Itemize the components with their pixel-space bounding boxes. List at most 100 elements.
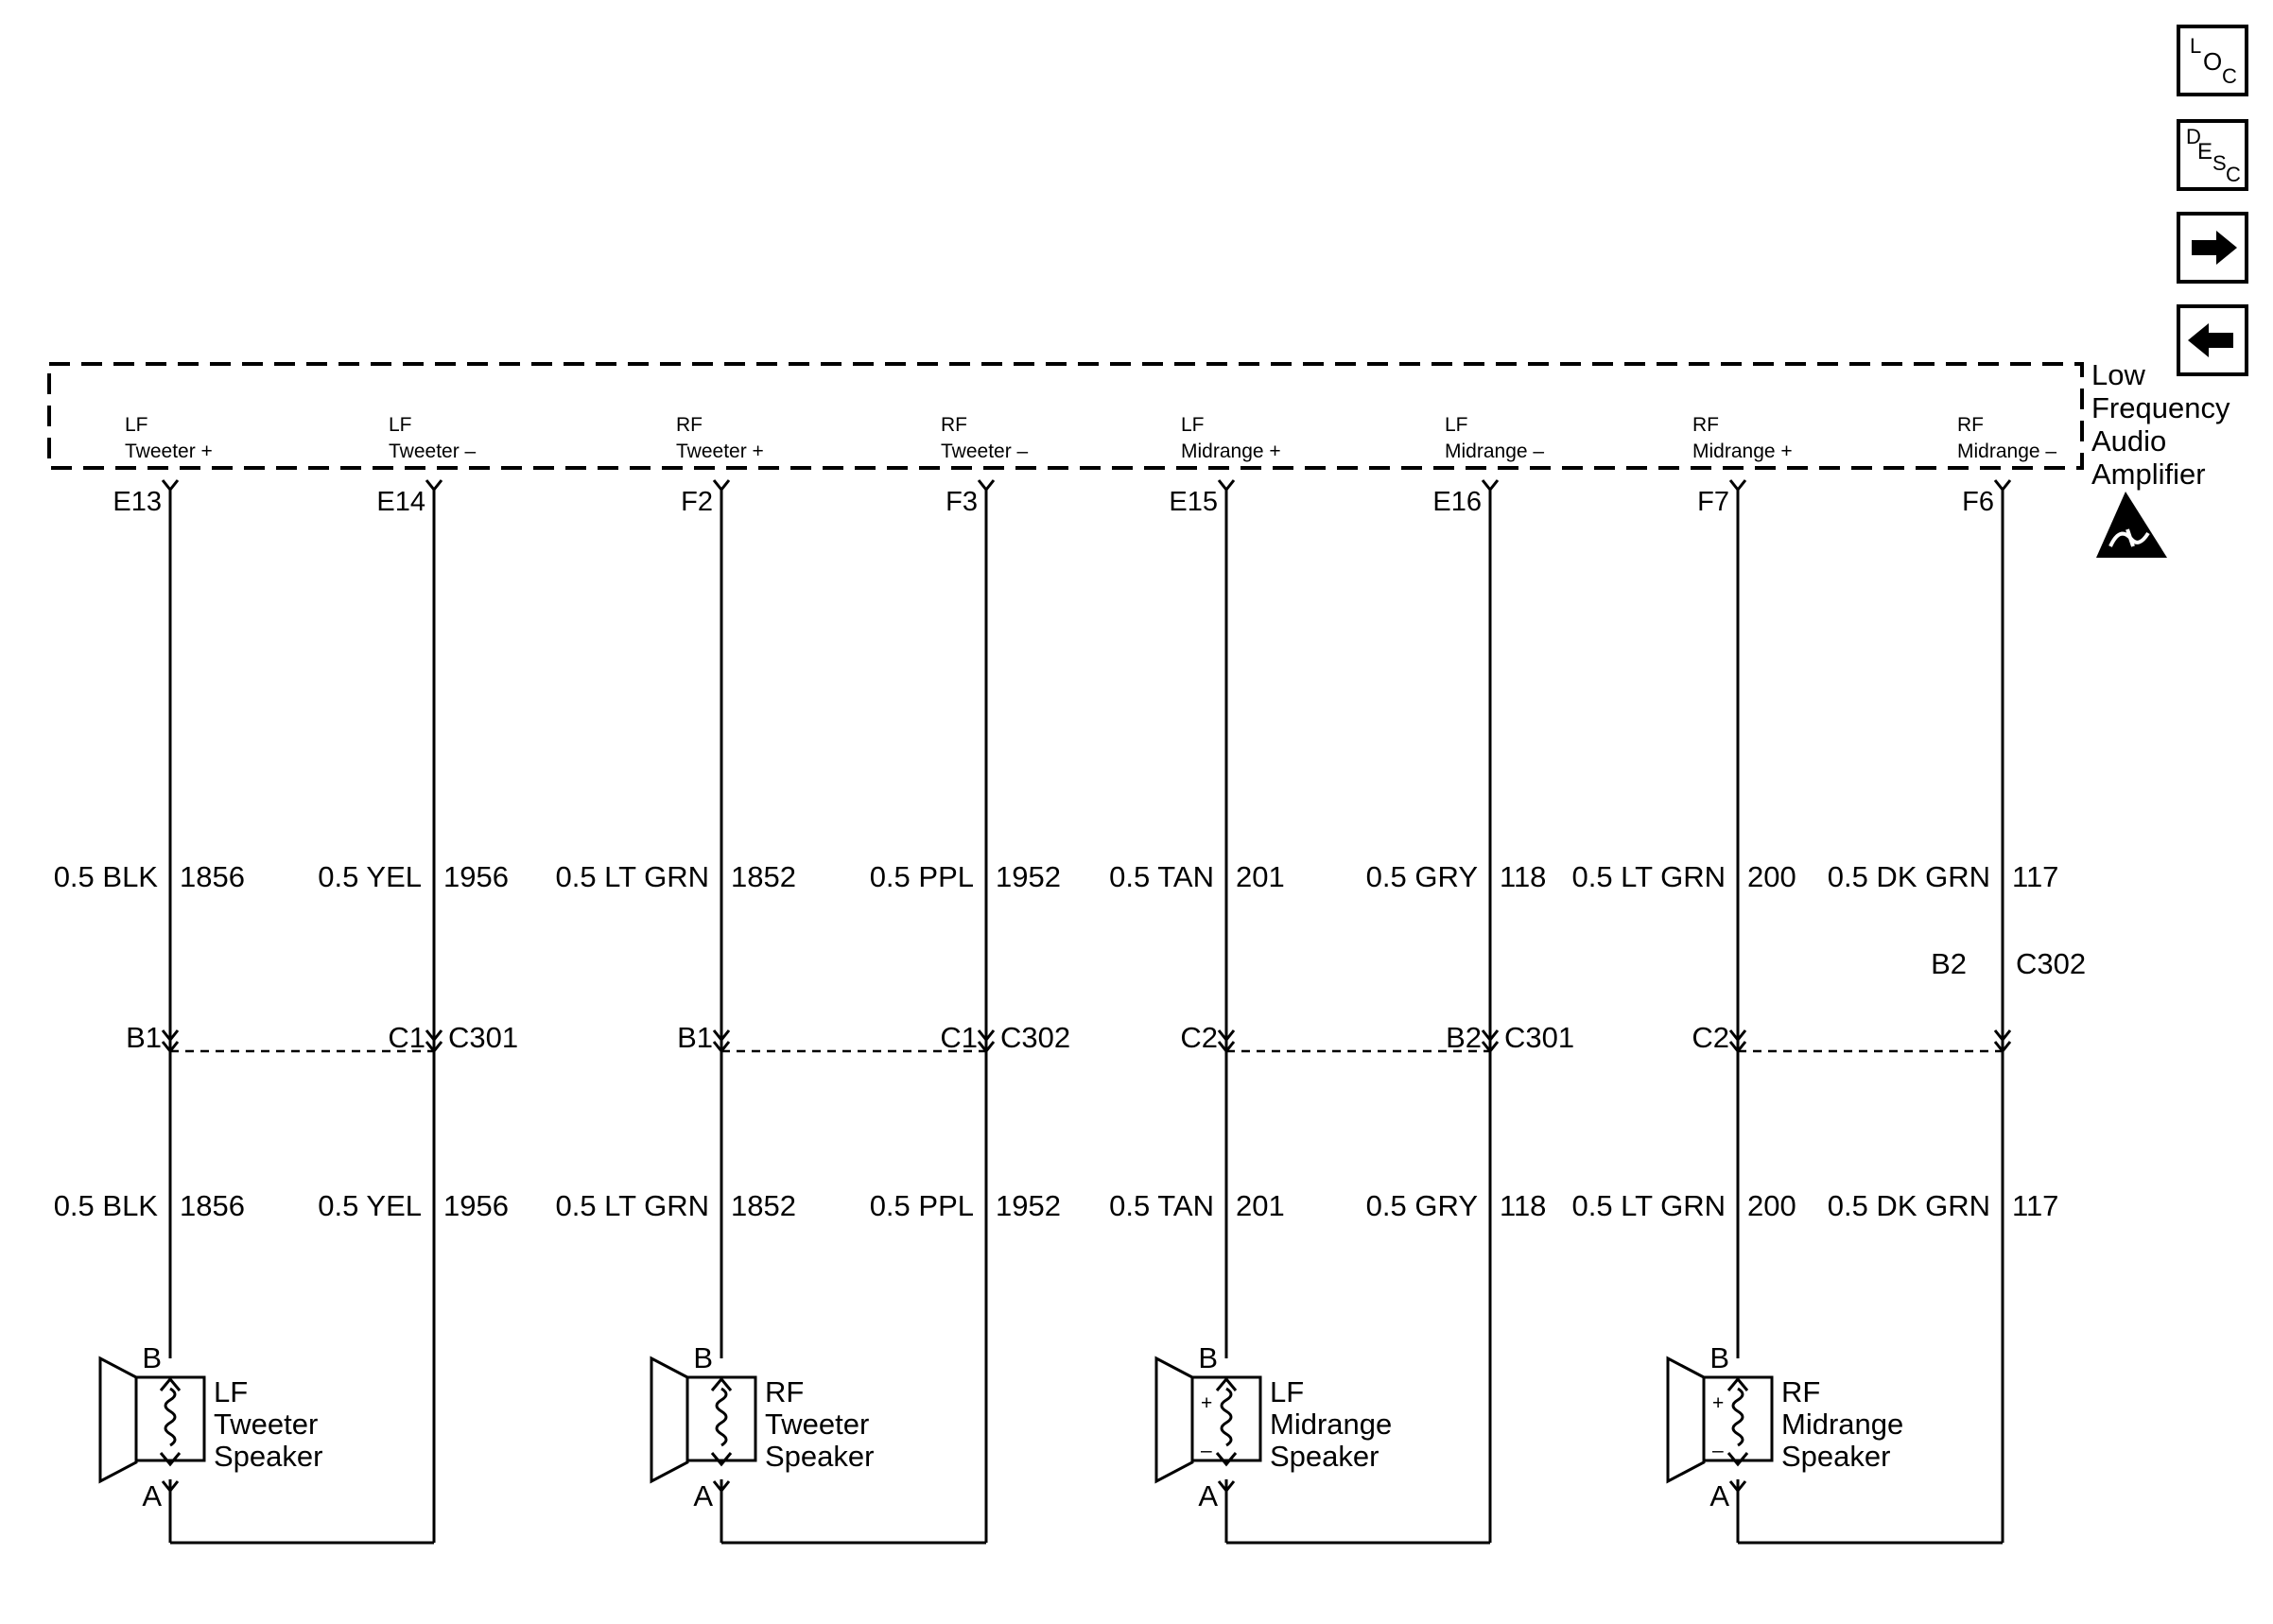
circuit-number-label: 118 <box>1500 1189 1546 1222</box>
circuit-number-label: 1852 <box>731 1189 796 1222</box>
connector-terminal-label: C2 <box>1692 1021 1729 1054</box>
circuit-function-label: RF <box>1692 414 1719 436</box>
circuit-function-label: RF <box>941 414 967 436</box>
speaker-arrow-icon <box>1215 1452 1238 1467</box>
speaker-name-line: Midrange <box>1270 1408 1392 1441</box>
desc-main: E <box>2197 139 2212 164</box>
speaker-name-line: RF <box>1781 1375 1820 1408</box>
pin-terminal-mark <box>1993 479 2012 492</box>
wire-color-label: 0.5 GRY <box>1366 1189 1478 1222</box>
arrow-left-icon <box>2188 323 2233 357</box>
pin-terminal-mark <box>161 479 180 492</box>
wire-color-label: 0.5 LT GRN <box>555 860 709 893</box>
connector-name: C301 <box>448 1021 518 1054</box>
connector-name: C301 <box>1504 1021 1574 1054</box>
next-button[interactable] <box>2177 212 2248 284</box>
module-pin-label: F3 <box>946 487 978 517</box>
connector-terminal-label: C2 <box>1180 1021 1218 1054</box>
pin-terminal-mark <box>712 1480 731 1494</box>
pin-terminal-mark <box>712 479 731 492</box>
circuit-function-label: LF <box>389 414 412 436</box>
speaker-coil-icon <box>1220 1387 1233 1447</box>
circuit-number-label: 1856 <box>180 860 245 893</box>
pin-terminal-mark <box>1728 1480 1747 1494</box>
wire-color-label: 0.5 LT GRN <box>1571 860 1726 893</box>
circuit-number-label: 1856 <box>180 1189 245 1222</box>
speaker-coil-icon <box>164 1387 177 1447</box>
circuit-function-label: LF <box>1181 414 1205 436</box>
prev-button[interactable] <box>2177 304 2248 376</box>
wire-color-label: 0.5 PPL <box>870 860 974 893</box>
speaker-polarity-plus: + <box>1712 1392 1724 1414</box>
module-pin-label: E15 <box>1169 487 1218 517</box>
speaker-cone-icon <box>1154 1356 1194 1484</box>
speaker-name-line: Speaker <box>1781 1440 1890 1473</box>
wire-color-label: 0.5 BLK <box>54 860 159 893</box>
pin-terminal-mark <box>977 479 996 492</box>
wire-color-label: 0.5 TAN <box>1109 860 1214 893</box>
speaker-name-line: RF <box>765 1375 804 1408</box>
circuit-number-label: 201 <box>1236 1189 1285 1222</box>
wire-color-label: 0.5 LT GRN <box>1571 1189 1726 1222</box>
amplifier-module-box <box>47 362 2084 470</box>
speaker-name-line: Speaker <box>1270 1440 1379 1473</box>
circuit-function-label: Midrange + <box>1692 441 1793 462</box>
circuit-number-label: 118 <box>1500 860 1546 893</box>
speaker-arrow-icon <box>159 1376 182 1391</box>
circuit-function-label: LF <box>125 414 148 436</box>
module-pin-label: E16 <box>1432 487 1482 517</box>
speaker-pin-label: A <box>142 1479 162 1512</box>
speaker-name-line: Speaker <box>214 1440 322 1473</box>
speaker-pin-label: B <box>1198 1341 1218 1374</box>
loc-sub: C <box>2222 64 2237 88</box>
speaker-polarity-minus: – <box>1201 1440 1212 1461</box>
module-pin-label: F7 <box>1697 487 1729 517</box>
speakers-layer: BALFTweeterSpeakerBARFTweeterSpeaker+–BA… <box>98 1341 1903 1512</box>
circuit-function-label: Tweeter – <box>389 441 477 462</box>
pin-terminal-mark <box>1728 479 1747 492</box>
wire-color-label: 0.5 DK GRN <box>1828 860 1990 893</box>
desc-button[interactable]: D E S C <box>2177 119 2248 191</box>
pin-terminal-mark <box>1217 479 1236 492</box>
circuit-function-label: Tweeter + <box>125 441 213 462</box>
wire-color-label: 0.5 GRY <box>1366 860 1478 893</box>
circuit-function-label: LF <box>1445 414 1468 436</box>
speaker-pin-label: B <box>142 1341 162 1374</box>
speaker-pin-label: B <box>693 1341 713 1374</box>
module-pin-label: F2 <box>681 487 713 517</box>
esd-warning-icon <box>2096 492 2167 558</box>
connector-terminal-label: C1 <box>940 1021 978 1054</box>
speaker-polarity-plus: + <box>1201 1392 1212 1414</box>
arrow-right-icon <box>2192 231 2237 265</box>
desc-sup: D <box>2186 125 2201 148</box>
circuit-number-label: 117 <box>2012 1189 2058 1222</box>
wire-color-label: 0.5 LT GRN <box>555 1189 709 1222</box>
circuit-function-label: Midrange – <box>1957 441 2056 462</box>
wire-color-label: 0.5 DK GRN <box>1828 1189 1990 1222</box>
circuit-function-label: RF <box>676 414 703 436</box>
connector-terminal-label: B1 <box>677 1021 713 1054</box>
pin-terminal-mark <box>1481 479 1500 492</box>
circuit-number-label: 200 <box>1747 1189 1796 1222</box>
speaker-name-line: Speaker <box>765 1440 874 1473</box>
speaker-arrow-icon <box>159 1452 182 1467</box>
pin-terminal-mark <box>1217 1480 1236 1494</box>
speaker-name-line: Tweeter <box>214 1408 318 1441</box>
connector-terminal-label: B2 <box>1446 1021 1482 1054</box>
connector-name: C302 <box>2016 947 2086 980</box>
connector-terminal-label: C1 <box>388 1021 425 1054</box>
amplifier-name-line: Low <box>2091 358 2145 391</box>
loc-button[interactable]: L O C <box>2177 25 2248 96</box>
wire-color-label: 0.5 BLK <box>54 1189 159 1222</box>
wire-color-label: 0.5 YEL <box>318 860 422 893</box>
speaker-pin-label: A <box>1198 1479 1218 1512</box>
module-pin-label: F6 <box>1962 487 1994 517</box>
wire-color-label: 0.5 YEL <box>318 1189 422 1222</box>
connector-terminal-label: B2 <box>1931 947 1967 980</box>
